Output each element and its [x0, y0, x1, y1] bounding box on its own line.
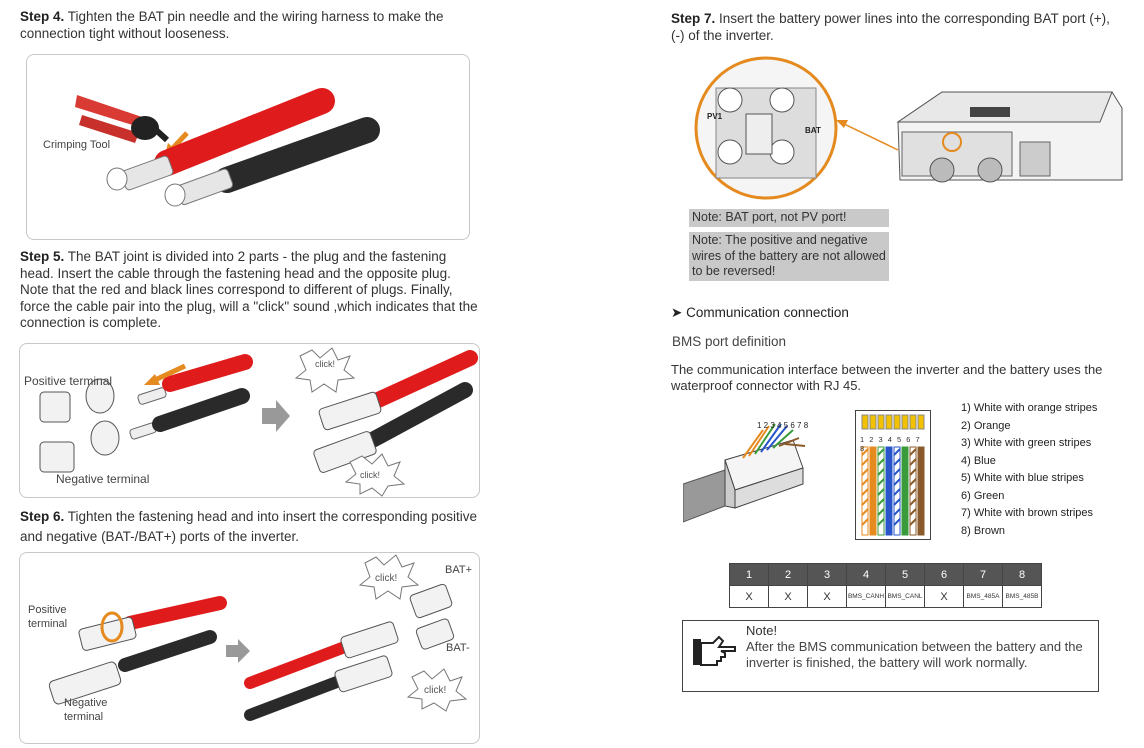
note-polarity: Note: The positive and negative wires of… — [689, 232, 889, 281]
bms-pin-table: 1 2 3 4 5 6 7 8 X X X BMS_CANH BMS_CANL … — [729, 563, 1042, 608]
svg-text:1 2 3 4 5 6 7 8: 1 2 3 4 5 6 7 8 — [757, 421, 809, 430]
comm-description: The communication interface between the … — [671, 362, 1129, 394]
inverter-illustration — [690, 52, 1130, 210]
pin-table-value-row: X X X BMS_CANH BMS_CANL X BMS_485A BMS_4… — [730, 586, 1042, 608]
rj45-contact — [870, 415, 876, 429]
step4-text: Step 4. Tighten the BAT pin needle and t… — [20, 9, 480, 42]
step7-text: Step 7. Insert the battery power lines i… — [671, 11, 1121, 44]
step6-figure: click! click! BAT+ BAT- Positive termina… — [19, 552, 480, 744]
pin-header: 7 — [964, 564, 1003, 586]
step6-text: Step 6. Tighten the fastening head and i… — [20, 507, 490, 547]
pointing-hand-icon — [691, 635, 739, 669]
pin-header: 3 — [808, 564, 847, 586]
positive-plug — [40, 392, 70, 422]
pin-value: X — [808, 586, 847, 608]
pv1-label: PV1 — [707, 112, 722, 121]
wire-color-list: 1) White with orange stripes 2) Orange 3… — [961, 400, 1097, 540]
pin-value: X — [925, 586, 964, 608]
crimp-head — [131, 116, 159, 140]
click-label-top: click! — [315, 359, 335, 369]
rj45-contact — [910, 415, 916, 429]
positive-terminal-label: Positive terminal — [24, 374, 112, 388]
step7-number: Step 7. — [671, 11, 715, 26]
bat-plus-label: BAT+ — [445, 564, 472, 576]
step6-number: Step 6. — [20, 509, 64, 524]
bat-port-label: BAT — [805, 126, 821, 135]
click-label-bottom: click! — [360, 470, 380, 480]
rj45-wire — [902, 447, 908, 535]
rj45-plug-illustration: 1 2 3 4 5 6 7 8 — [683, 410, 853, 530]
pin-header: 5 — [886, 564, 925, 586]
wire-color-item: 7) White with brown stripes — [961, 505, 1097, 523]
rj45-pin-numbers: 1 2 3 4 5 6 7 8 — [860, 435, 930, 453]
pin-header: 1 — [730, 564, 769, 586]
negative-terminal-label: Negative terminal — [56, 472, 149, 486]
step4-number: Step 4. — [20, 9, 64, 24]
wire-color-item: 2) Orange — [961, 418, 1097, 436]
rj45-contact — [862, 415, 868, 429]
rj45-wire — [918, 447, 924, 535]
step5-figure: click! click! Positive terminal Negative… — [19, 343, 480, 498]
pin-value: BMS_485A — [964, 586, 1003, 608]
rj45-wire — [886, 447, 892, 535]
wire-color-item: 4) Blue — [961, 453, 1097, 471]
pin-header: 8 — [1003, 564, 1042, 586]
pin-value: BMS_485B — [1003, 586, 1042, 608]
crimping-tool-label: Crimping Tool — [43, 139, 110, 151]
rj45-pin-diagram: 1 2 3 4 5 6 7 8 — [855, 410, 931, 540]
pin-header: 6 — [925, 564, 964, 586]
rj45-wire-stripes — [856, 411, 930, 539]
wire-color-item: 5) White with blue stripes — [961, 470, 1097, 488]
note-title: Note! — [746, 623, 777, 638]
click-label-top-step6: click! — [375, 573, 397, 584]
step4-figure: Crimping Tool — [26, 54, 470, 240]
step5-number: Step 5. — [20, 249, 64, 264]
note-text: After the BMS communication between the … — [746, 639, 1086, 671]
rj45-wire — [870, 447, 876, 535]
positive-terminal-label-step6: Positive terminal — [28, 603, 80, 631]
wire-color-item: 1) White with orange stripes — [961, 400, 1097, 418]
rj45-contact — [886, 415, 892, 429]
pin-table-header-row: 1 2 3 4 5 6 7 8 — [730, 564, 1042, 586]
pin-header: 4 — [847, 564, 886, 586]
wire-color-item: 6) Green — [961, 488, 1097, 506]
pin-value: BMS_CANL — [886, 586, 925, 608]
bms-subheading: BMS port definition — [672, 334, 786, 349]
rj45-contact — [918, 415, 924, 429]
negative-terminal-label-step6: Negative terminal — [64, 696, 122, 724]
rj45-contact — [878, 415, 884, 429]
negative-fastening-head — [91, 421, 119, 455]
click-label-bottom-step6: click! — [424, 685, 446, 696]
comm-heading: ➤ Communication connection — [671, 305, 849, 321]
note-bat-port: Note: BAT port, not PV port! — [689, 209, 889, 227]
wire-color-item: 8) Brown — [961, 523, 1097, 541]
rj45-contact — [902, 415, 908, 429]
rj45-contact — [894, 415, 900, 429]
pin-value: X — [730, 586, 769, 608]
wire-color-item: 3) White with green stripes — [961, 435, 1097, 453]
arrow-bullet-icon: ➤ — [671, 305, 682, 320]
step5-text: Step 5. The BAT joint is divided into 2 … — [20, 249, 480, 332]
pin-value: BMS_CANH — [847, 586, 886, 608]
bat-minus-label: BAT- — [446, 642, 470, 654]
pin-value: X — [769, 586, 808, 608]
negative-plug — [40, 442, 74, 472]
pin-header: 2 — [769, 564, 808, 586]
note-box: Note! After the BMS communication betwee… — [682, 620, 1099, 692]
